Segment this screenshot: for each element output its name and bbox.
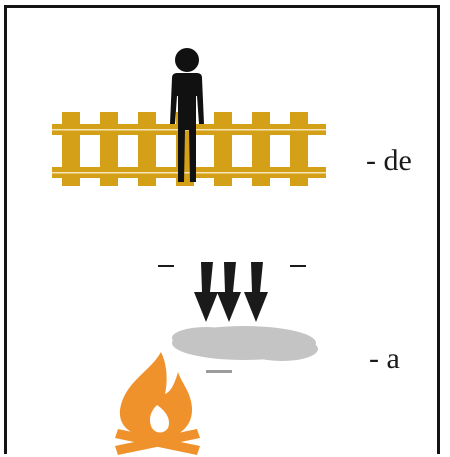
- label-de: - de: [366, 144, 412, 177]
- diagram-frame: [4, 5, 440, 454]
- grey-cloud-icon: [172, 326, 318, 361]
- label-a: - a: [369, 342, 400, 375]
- descending-arrows-icon: [158, 262, 306, 373]
- campfire-icon: [115, 352, 200, 455]
- person-icon: [170, 48, 204, 182]
